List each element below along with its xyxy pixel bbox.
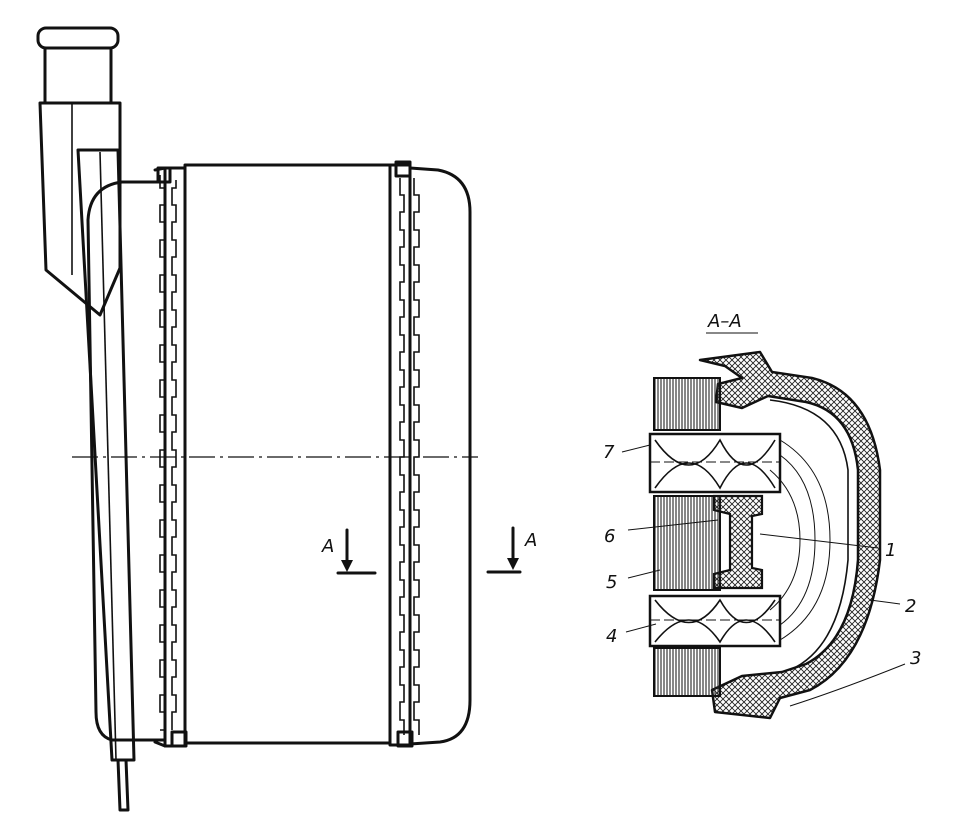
inlet-pipe xyxy=(36,26,122,317)
callout-3: 3 xyxy=(910,648,921,669)
callout-6: 6 xyxy=(604,526,615,547)
callout-5: 5 xyxy=(606,572,617,593)
radiator-elevation: A A xyxy=(36,26,537,812)
right-tank xyxy=(408,166,472,746)
tube-upper xyxy=(648,432,782,494)
radiator-core xyxy=(183,163,392,745)
cut-mark-right-label: A xyxy=(524,530,537,551)
section-view: A–A xyxy=(603,311,921,720)
gasket-center xyxy=(712,494,764,590)
cut-mark-left-label: A xyxy=(321,536,334,557)
left-tank xyxy=(86,180,167,742)
tank-shell xyxy=(698,350,882,720)
callout-1: 1 xyxy=(885,540,896,561)
fin-stack-middle xyxy=(653,495,721,591)
callout-2: 2 xyxy=(905,596,916,617)
fin-stack-top xyxy=(653,377,721,431)
plate-tab xyxy=(116,758,130,812)
tube-lower xyxy=(648,594,782,648)
section-title: A–A xyxy=(707,311,742,332)
fin-stack-bottom xyxy=(653,647,721,697)
callout-7: 7 xyxy=(603,442,615,463)
callout-4: 4 xyxy=(606,626,617,647)
section-cut-right: A xyxy=(486,526,537,574)
section-cut-left: A xyxy=(321,528,377,575)
mounting-plate xyxy=(76,148,136,762)
